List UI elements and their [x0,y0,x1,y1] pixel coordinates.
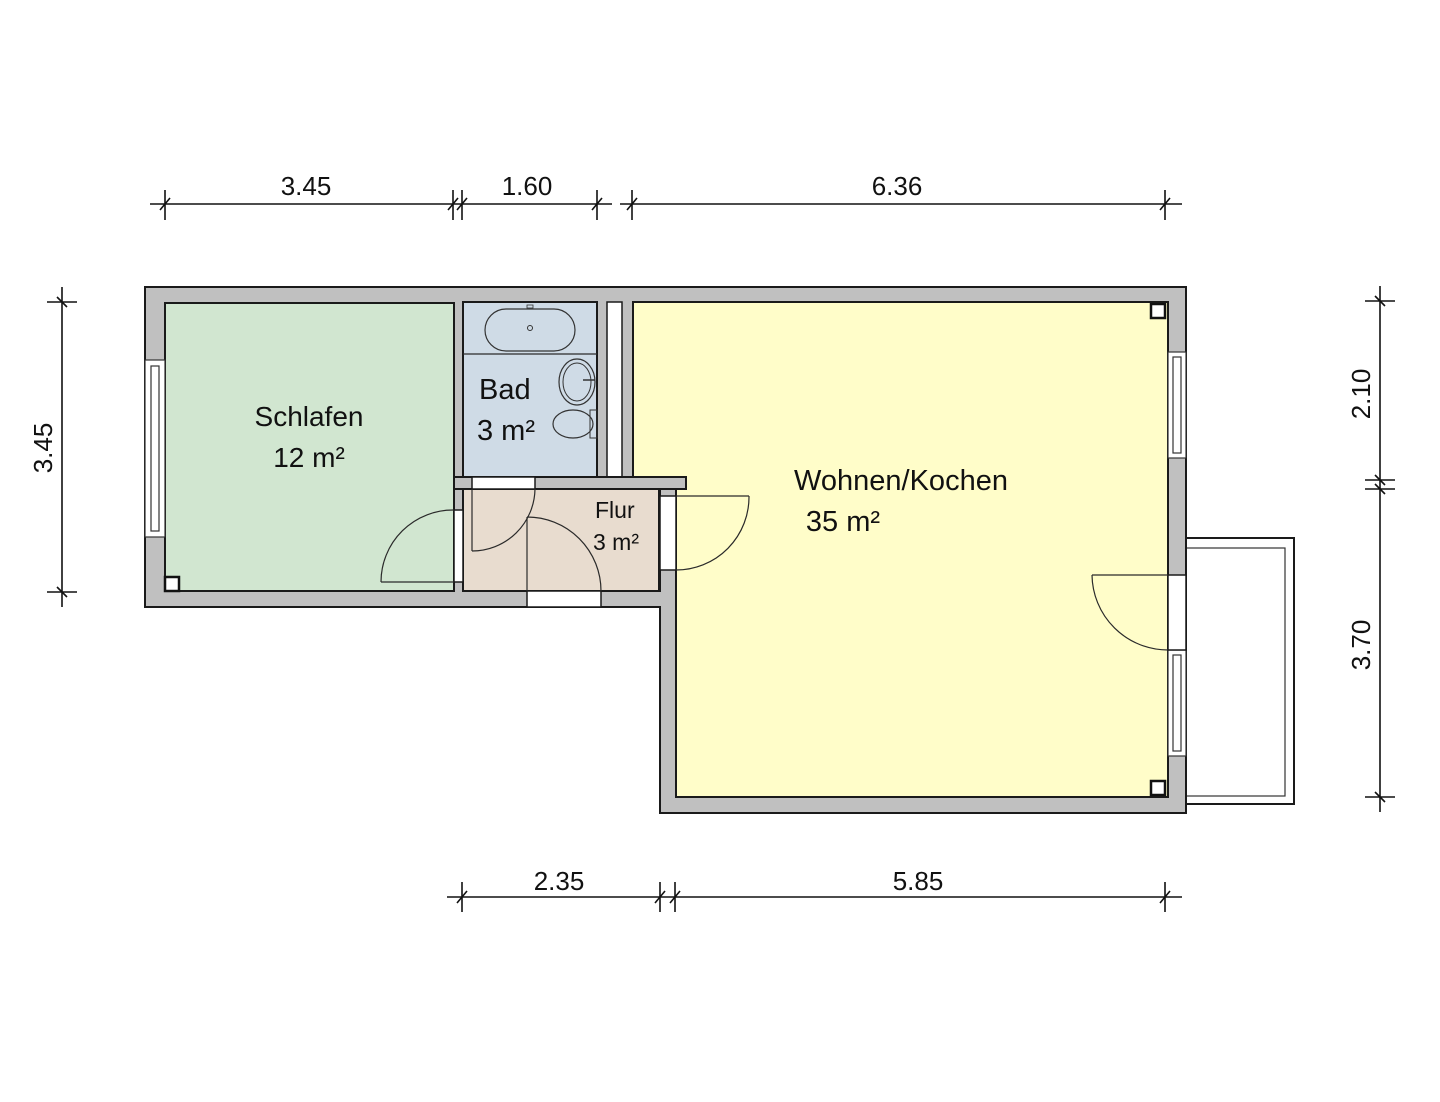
room-area-schlafen: 12 m² [273,442,345,473]
room-area-flur: 3 m² [593,529,639,555]
dim-top-wohnen-width: 6.36 [872,171,923,201]
bathtub-icon [484,304,576,352]
window-wohnen-upper [1167,351,1187,459]
dim-bottom-wohnen-width: 5.85 [893,866,944,896]
door-entrance [526,516,602,608]
door-balcony [1091,574,1187,651]
room-area-wohnen: 35 m² [806,506,880,538]
room-bad: Bad 3 m² [462,301,598,478]
window-wohnen-lower [1167,649,1187,757]
room-flur: Flur 3 m² [462,488,660,592]
toilet-icon [552,409,598,439]
room-name-wohnen: Wohnen/Kochen [794,465,1008,497]
dimension-chain-bottom: 2.35 5.85 [447,866,1182,912]
dim-bottom-flur-width: 2.35 [534,866,585,896]
room-area-bad: 3 m² [477,415,535,447]
room-wohnen-kochen: Wohnen/Kochen 35 m² [632,301,1169,798]
door-bad [471,476,536,552]
room-name-bad: Bad [479,374,531,406]
installation-shaft [606,301,623,478]
door-wohnen [659,495,750,571]
dim-right-upper: 2.10 [1346,369,1376,420]
dim-top-bad-width: 1.60 [502,171,553,201]
room-schlafen: Schlafen 12 m² [163,302,455,593]
sink-icon [558,358,596,406]
dimension-chain-left: 3.45 [28,287,77,607]
room-name-schlafen: Schlafen [255,401,364,432]
dim-top-schlafen-width: 3.45 [281,171,332,201]
door-schlafen [380,509,464,583]
room-name-flur: Flur [595,497,635,523]
dimension-chain-right: 2.10 3.70 [1346,286,1395,812]
dim-right-lower: 3.70 [1346,620,1376,671]
balcony [1184,537,1295,805]
dimension-chain-top: 3.45 1.60 6.36 [150,171,1182,220]
dim-left-height: 3.45 [28,423,58,474]
window-schlafen [144,359,166,538]
